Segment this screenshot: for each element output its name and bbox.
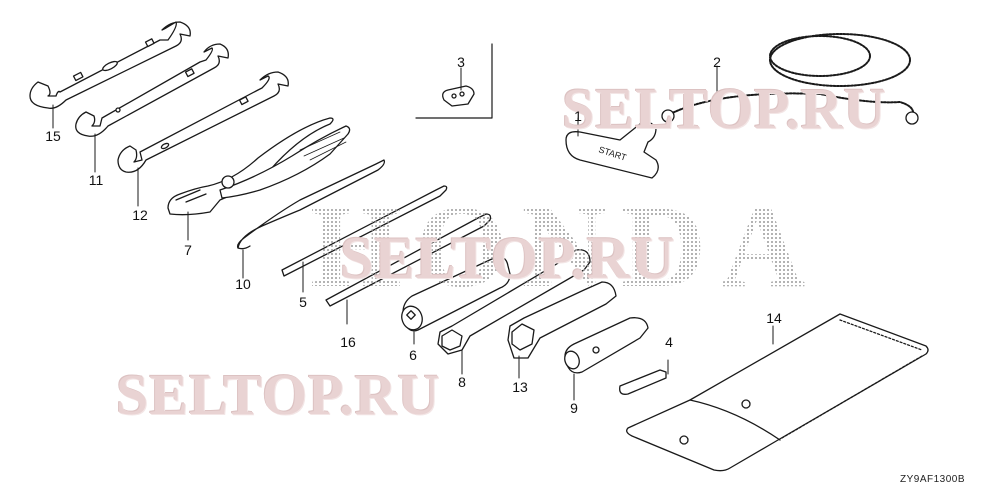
callout-13: 13 xyxy=(512,379,528,395)
callout-10: 10 xyxy=(235,276,251,292)
screwdriver-grip-10-icon[interactable] xyxy=(236,159,386,250)
dotted-brand-watermark: HONDA xyxy=(310,181,820,312)
leader-lines xyxy=(52,65,774,401)
callout-8: 8 xyxy=(458,374,466,390)
wrench-15-icon[interactable] xyxy=(29,21,191,109)
wrench-12-icon[interactable] xyxy=(117,71,289,173)
screwdriver-5-icon[interactable] xyxy=(281,185,448,277)
callout-4: 4 xyxy=(665,334,673,350)
callout-9: 9 xyxy=(570,400,578,416)
drawing-code: ZY9AF1300B xyxy=(900,474,966,485)
callout-12: 12 xyxy=(132,207,148,223)
callout-3: 3 xyxy=(457,54,465,70)
wrench-11-icon[interactable] xyxy=(75,43,229,137)
callout-6: 6 xyxy=(409,347,417,363)
callout-2: 2 xyxy=(713,54,721,70)
box-wrench-8-icon[interactable] xyxy=(437,249,591,355)
watermark-middle: SELTOP.RU xyxy=(340,225,676,291)
callout-15: 15 xyxy=(45,128,61,144)
callout-7: 7 xyxy=(184,242,192,258)
starter-rope-2-icon[interactable] xyxy=(661,33,919,125)
pliers-7-icon[interactable] xyxy=(167,117,351,216)
callout-1: 1 xyxy=(574,108,582,124)
watermark-top: SELTOP.RU xyxy=(562,76,887,141)
watermark-bottom: SELTOP.RU xyxy=(116,362,441,427)
tool-bag-14-icon[interactable] xyxy=(626,313,929,472)
clip-3-frame xyxy=(415,43,493,119)
box-wrench-6-icon[interactable] xyxy=(398,256,511,333)
callout-5: 5 xyxy=(299,294,307,310)
clip-4-icon[interactable] xyxy=(619,369,667,395)
box-wrench-9-icon[interactable] xyxy=(562,317,649,374)
callout-14: 14 xyxy=(766,310,782,326)
callout-16: 16 xyxy=(340,334,356,350)
plug-wrench-13-icon[interactable] xyxy=(507,281,617,359)
callout-11: 11 xyxy=(88,172,104,188)
screwdriver-16-icon[interactable] xyxy=(325,213,492,307)
starter-grip-1-icon[interactable]: START xyxy=(565,121,659,179)
clip-3-icon[interactable] xyxy=(442,85,475,107)
